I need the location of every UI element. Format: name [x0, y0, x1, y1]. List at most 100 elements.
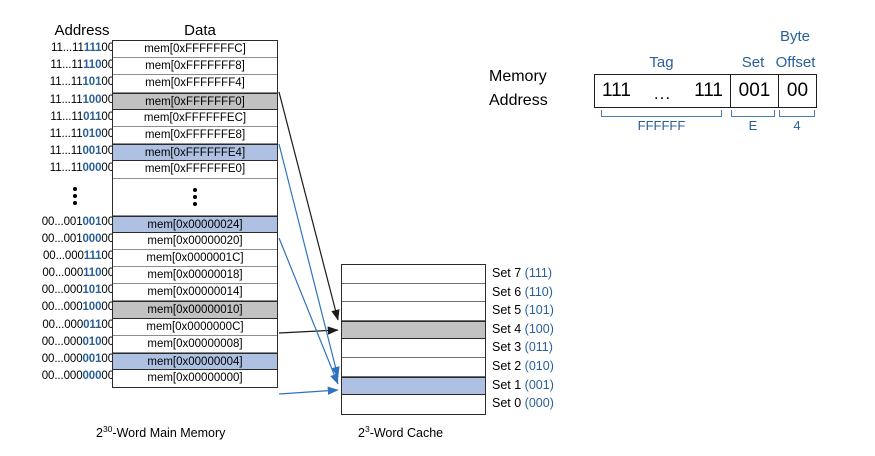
set-bits-field: 001: [730, 75, 778, 107]
cache-set-label: Set 1 (001): [492, 376, 602, 395]
data-column-header: Data: [184, 22, 216, 39]
cache-set-row: [342, 339, 485, 358]
memory-row: mem[0xFFFFFFF8]: [113, 58, 277, 76]
cache-set-row: [342, 376, 485, 396]
memory-row: mem[0xFFFFFFF0]: [113, 92, 277, 110]
address-offset-bits: 00: [101, 318, 114, 331]
memory-row: mem[0x00000024]: [113, 215, 277, 233]
address-label: 00...00001000: [36, 334, 114, 351]
tag-bits-field: 111 ... 111: [595, 75, 730, 107]
address-label: 11...1110000: [36, 92, 114, 109]
tag-hex-value: FFFFFF: [637, 118, 686, 133]
address-offset-bits: 00: [101, 76, 114, 89]
cache-caption-text: -Word Cache: [369, 426, 444, 441]
address-set-bits: 010: [82, 127, 102, 140]
address-label: 11...1100100: [36, 143, 114, 160]
address-offset-bits: 00: [101, 353, 114, 365]
cache-set-row: [342, 320, 485, 340]
cache-set-binary: (001): [524, 377, 554, 392]
address-set-bits: 110: [83, 59, 102, 72]
mem-caption-base: 2: [96, 426, 103, 441]
cache-set-binary: (110): [524, 284, 553, 299]
address-label: 00...00100100: [36, 214, 114, 231]
memory-row: mem[0x00000020]: [113, 232, 277, 250]
address-offset-bits: 00: [101, 145, 114, 158]
address-label: 11...1110100: [36, 74, 114, 91]
tag-field-label: Tag: [649, 54, 674, 71]
cache-set-binary: (000): [524, 396, 554, 411]
cache-set-name: Set 1: [492, 377, 522, 392]
address-offset-bits: 00: [101, 127, 114, 140]
address-set-bits: 101: [82, 284, 102, 297]
memory-row: mem[0x00000004]: [113, 353, 277, 371]
memory-row: mem[0xFFFFFFFC]: [113, 41, 277, 59]
memory-row: mem[0x0000001C]: [113, 249, 277, 268]
memory-row: mem[0xFFFFFFEC]: [113, 109, 277, 127]
memory-row: mem[0xFFFFFFF4]: [113, 75, 277, 93]
cache-caption-base: 2: [358, 426, 365, 441]
cache-set-binary: (010): [524, 358, 554, 373]
address-label: 00...00010000: [36, 299, 114, 316]
address-prefix-bits: 00...000: [43, 249, 84, 262]
address-prefix-bits: 00...001: [41, 215, 83, 228]
cache-set-row: [342, 395, 485, 414]
memory-ellipsis: [113, 178, 277, 216]
cache-set-name: Set 5: [492, 303, 522, 318]
address-label: 00...00000000: [36, 368, 114, 385]
memory-row: mem[0xFFFFFFE8]: [113, 126, 277, 145]
cache-set-labels: Set 7 (111)Set 6 (110)Set 5 (101)Set 4 (…: [492, 264, 602, 413]
set-bracket: [731, 110, 775, 117]
address-offset-bits: 00: [101, 232, 114, 245]
cache-set-binary: (011): [524, 340, 553, 355]
cache-set-row: [342, 265, 485, 284]
memory-row: mem[0x00000008]: [113, 335, 277, 353]
address-set-bits: 111: [83, 249, 102, 262]
set-field-label: Set: [741, 54, 765, 71]
cache-set-label: Set 0 (000): [492, 394, 602, 413]
address-ellipsis: [36, 178, 114, 214]
address-set-bits: 000: [82, 162, 102, 175]
address-offset-bits: 00: [101, 215, 114, 228]
address-prefix-bits: 00...001: [41, 232, 83, 245]
cache-set-label: Set 3 (011): [492, 338, 602, 357]
offset-bracket: [779, 110, 815, 117]
offset-hex-value: 4: [793, 118, 801, 133]
memory-row: mem[0xFFFFFFE0]: [113, 161, 277, 179]
tag-bits-left: 111: [602, 80, 631, 101]
address-set-bits: 100: [82, 301, 102, 314]
address-offset-bits: 00: [101, 301, 114, 314]
set-hex-value: E: [748, 118, 758, 133]
cache-set-row: [342, 283, 485, 303]
address-label: 11...1101100: [36, 109, 114, 126]
cache-set-binary: (100): [524, 321, 554, 336]
tag-bits-right: 111: [694, 80, 723, 101]
cache-set-label: Set 4 (100): [492, 320, 602, 339]
address-set-bits: 010: [82, 335, 102, 348]
address-prefix-bits: 11...11: [49, 76, 83, 89]
memory-address-bit-box: 111 ... 111 001 00: [594, 74, 817, 108]
address-set-bits: 011: [83, 110, 102, 123]
address-prefix-bits: 00...000: [42, 318, 84, 331]
address-offset-bits: 00: [101, 42, 114, 54]
cache-set-label: Set 6 (110): [492, 283, 602, 302]
address-label: 00...00100000: [36, 231, 114, 248]
address-offset-bits: 00: [101, 59, 114, 72]
address-set-bits: 011: [83, 318, 102, 331]
address-label: 11...1100000: [36, 160, 114, 177]
address-prefix-bits: 11...11: [49, 162, 83, 175]
cache-set-label: Set 2 (010): [492, 357, 602, 376]
cache-set-name: Set 3: [492, 340, 522, 355]
address-set-bits: 001: [82, 215, 102, 228]
address-prefix-bits: 00...000: [41, 301, 83, 314]
memory-row: mem[0x0000000C]: [113, 318, 277, 336]
address-set-bits: 111: [83, 42, 102, 54]
main-memory-caption: 230-Word Main Memory: [96, 424, 225, 440]
address-prefix-bits: 00...000: [41, 370, 83, 383]
offset-bits-field: 00: [778, 75, 816, 107]
address-label: 11...1101000: [36, 126, 114, 143]
address-column-header: Address: [54, 22, 110, 39]
cache-set-name: Set 0: [492, 396, 522, 411]
address-label: 00...00010100: [36, 282, 114, 299]
cache-set-name: Set 4: [492, 321, 522, 336]
